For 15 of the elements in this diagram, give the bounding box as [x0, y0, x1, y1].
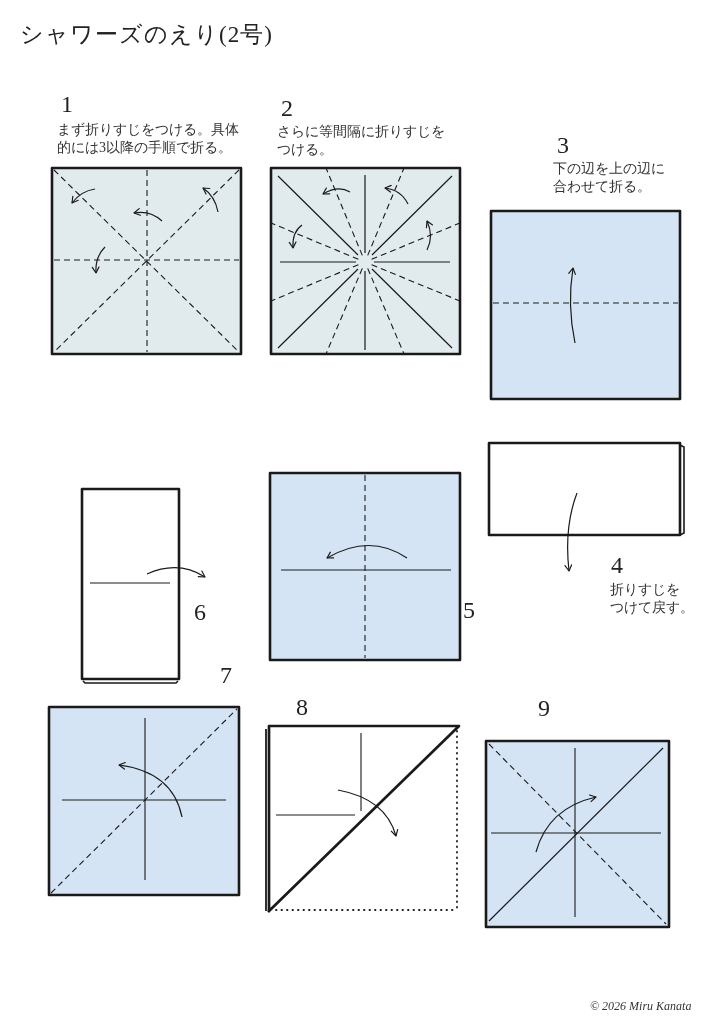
step-number: 9: [538, 694, 550, 722]
step-instruction: まず折りすじをつける。具体的には3以降の手順で折る。: [57, 121, 240, 157]
step-instruction: さらに等間隔に折りすじをつける。: [277, 123, 446, 159]
step-number: 5: [463, 596, 475, 624]
step-number: 7: [220, 661, 232, 689]
step-number: 1: [61, 90, 73, 118]
step-number: 2: [281, 94, 293, 122]
step-instruction: 折りすじをつけて戻す。: [610, 581, 695, 617]
step-instruction: 下の辺を上の辺に合わせて折る。: [553, 160, 666, 196]
step-number: 8: [296, 693, 308, 721]
copyright-note: © 2026 Miru Kanata: [590, 998, 692, 1014]
step-number: 4: [611, 551, 623, 579]
step-number: 3: [557, 131, 569, 159]
title: シャワーズのえり(2号): [20, 21, 273, 49]
step-number: 6: [194, 598, 206, 626]
